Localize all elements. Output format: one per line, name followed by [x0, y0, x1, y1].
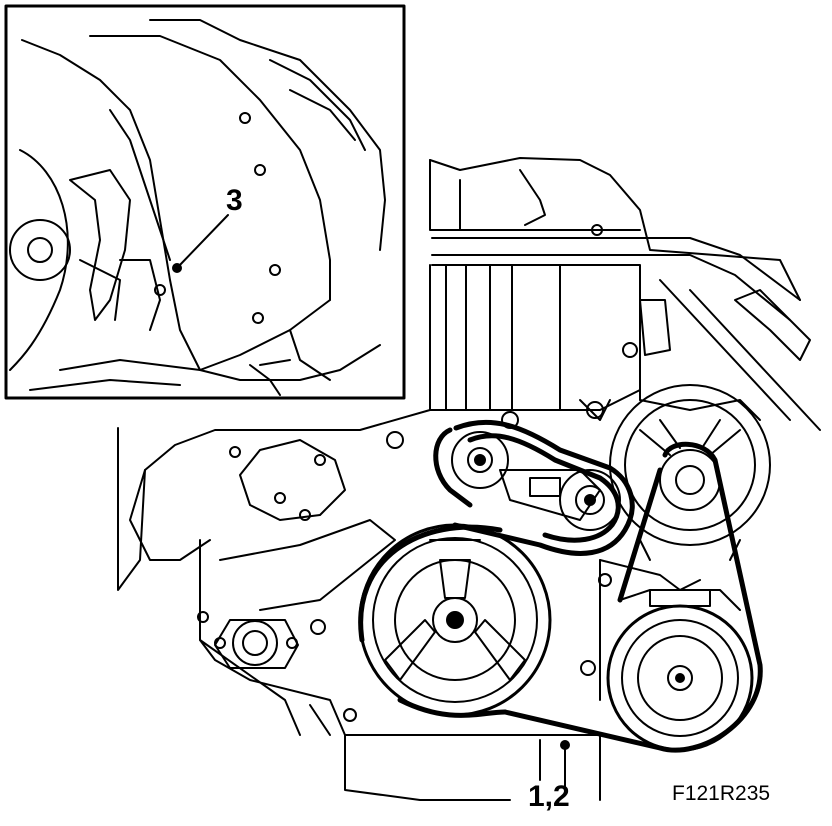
callout-label-3: 3 — [226, 184, 243, 217]
figure-id-label: F121R235 — [672, 782, 771, 805]
bolt-markers — [197, 224, 638, 750]
drive-belt — [358, 419, 763, 753]
alternator — [609, 384, 771, 561]
callout-label-1-2: 1,2 — [528, 780, 570, 813]
tensioner-pulley — [499, 469, 621, 531]
leader-line-3 — [176, 214, 229, 269]
inset-panel — [4, 4, 406, 400]
idler-pulley-left — [451, 431, 509, 489]
coolant-pipe — [431, 237, 821, 431]
engine-mount — [214, 619, 299, 669]
